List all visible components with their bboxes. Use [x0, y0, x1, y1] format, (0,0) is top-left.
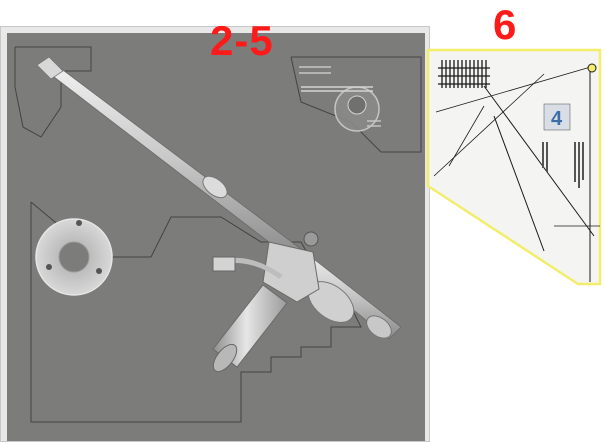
template-logo-mark: 4 [551, 108, 563, 130]
screw-hole [46, 264, 52, 270]
template-fine-print [542, 142, 584, 188]
spindle-mark [587, 63, 597, 73]
template-ruler [438, 60, 490, 88]
figure-label-2-5: 2-5 [210, 17, 274, 64]
figure-label-6: 6 [493, 1, 518, 48]
board-outline [14, 46, 422, 423]
alignment-template: 4 [426, 48, 602, 286]
readout-sketch [299, 66, 381, 132]
template-guides [433, 65, 600, 282]
tonearm-board-panel [0, 26, 430, 442]
screw-hole [96, 268, 102, 274]
platter-ring [35, 218, 113, 296]
tonearm-render [7, 33, 425, 441]
template-logo [543, 103, 571, 131]
screw-hole [76, 220, 82, 226]
alignment-template-panel: 4 [424, 46, 605, 293]
tonearm-body [36, 56, 402, 373]
